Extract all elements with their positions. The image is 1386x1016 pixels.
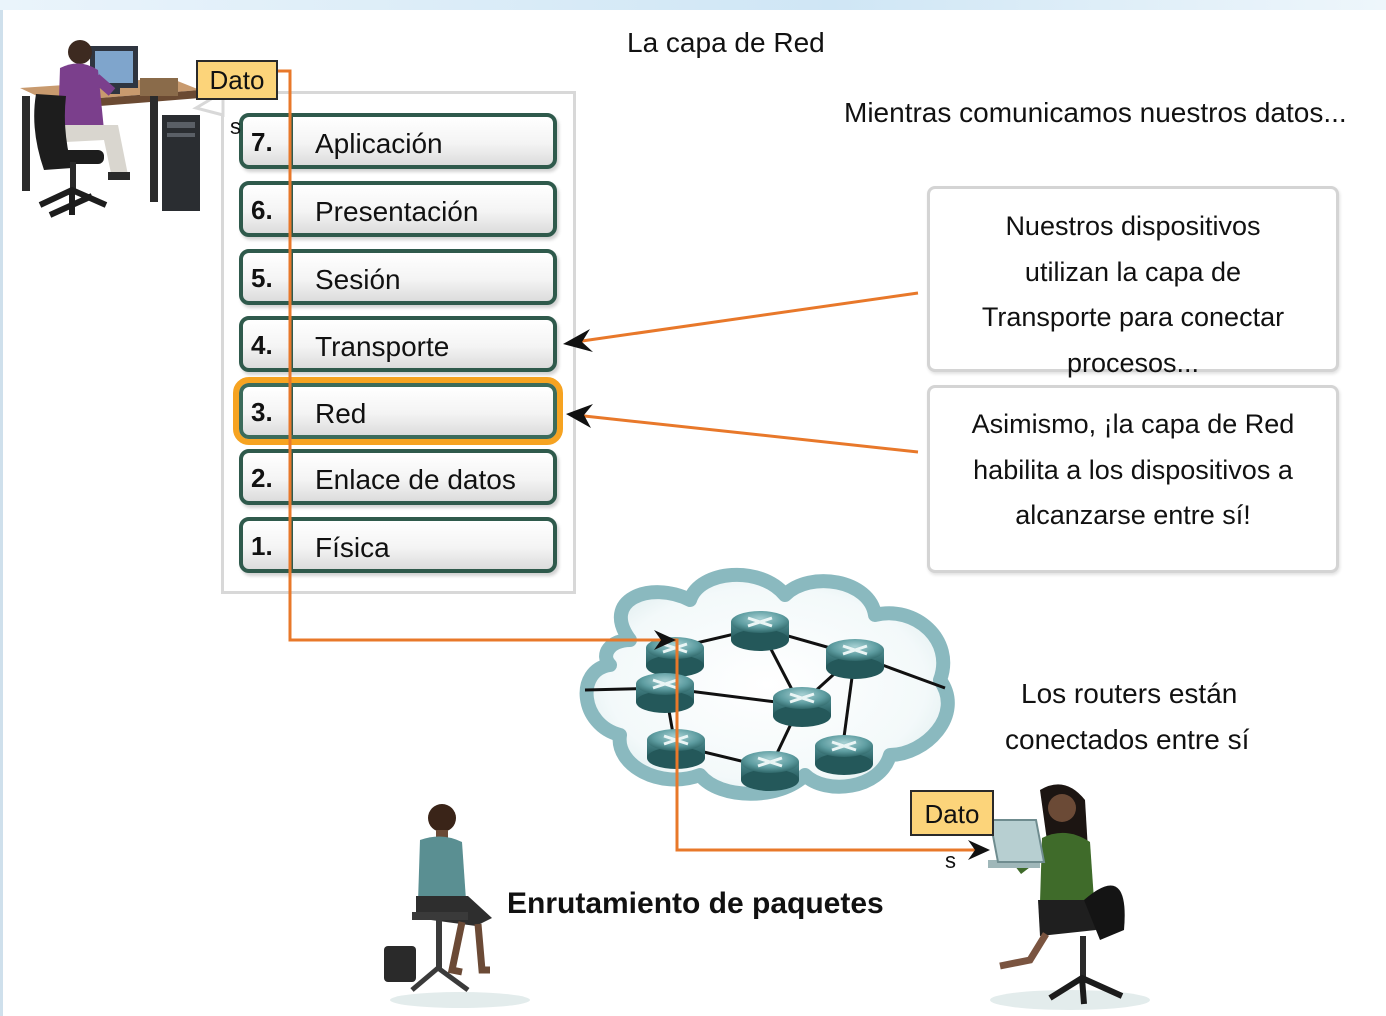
layer-divider: [291, 521, 293, 569]
layer-number: 1.: [251, 531, 273, 561]
layer-name: Presentación: [315, 196, 479, 227]
layer-session: 5. Sesión: [239, 249, 557, 305]
routing-label: Enrutamiento de paquetes: [507, 887, 884, 920]
router-icon: [646, 637, 704, 677]
callout-line: utilizan la capa de: [1024, 257, 1242, 287]
router-icon: [826, 639, 884, 679]
layer-application: 7. Aplicación: [239, 113, 557, 169]
layer-presentation: 6. Presentación: [239, 181, 557, 237]
layer-name: Enlace de datos: [315, 464, 516, 495]
layer-number: 5.: [251, 263, 273, 293]
callout-line: alcanzarse entre sí!: [1015, 500, 1251, 530]
router-icon: [731, 611, 789, 651]
transport-arrow-head: [563, 329, 593, 352]
network-callout-box: Asimismo, ¡la capa de Red habilita a los…: [927, 385, 1339, 573]
transport-callout-box: Nuestros dispositivos utilizan la capa d…: [927, 186, 1339, 378]
layer-divider: [291, 185, 293, 233]
intro-text: Mientras comunicamos nuestros datos...: [844, 97, 1347, 128]
top-decoration-strip: [0, 0, 1386, 10]
layer-transport: 4. Transporte: [239, 316, 557, 372]
layer-number: 6.: [251, 195, 273, 225]
routers-text-line-1: Los routers están: [1021, 678, 1238, 709]
layer-divider: [291, 453, 293, 501]
layer-name: Física: [315, 532, 390, 563]
router-icon: [636, 673, 694, 713]
callout-arrows: [574, 291, 919, 454]
router-icon: [741, 751, 799, 791]
routers-text-line-2: conectados entre sí: [1005, 724, 1250, 755]
data-tag-destination-suffix: s: [945, 848, 956, 873]
callout-line: Transporte para conectar: [981, 302, 1285, 332]
data-tag-destination: Dato: [910, 790, 994, 836]
layer-name: Red: [315, 398, 367, 429]
seated-woman-icon: [384, 804, 530, 1008]
callout-line: Asimismo, ¡la capa de Red: [971, 409, 1295, 439]
layer-number: 4.: [251, 330, 273, 360]
layer-data-link: 2. Enlace de datos: [239, 449, 557, 505]
layer-number: 7.: [251, 127, 273, 157]
page-title: La capa de Red: [627, 27, 825, 58]
callout-line: Nuestros dispositivos: [1005, 211, 1261, 241]
layer-number: 3.: [251, 397, 273, 427]
data-path-arrow-mid: [654, 630, 676, 650]
layer-network-highlighted: 3. Red: [233, 377, 563, 445]
data-tag-source-suffix: s: [230, 114, 241, 139]
layer-divider: [291, 117, 293, 165]
network-arrow-head: [566, 404, 593, 428]
left-border-line: [0, 10, 3, 1016]
layer-name: Sesión: [315, 264, 401, 295]
layer-divider: [291, 320, 293, 368]
user-at-desk-icon: [20, 40, 200, 218]
layer-name: Transporte: [315, 331, 450, 362]
layer-name: Aplicación: [315, 128, 443, 159]
callout-line: procesos...: [1066, 348, 1200, 378]
layer-number: 2.: [251, 463, 273, 493]
layer-physical: 1. Física: [239, 517, 557, 573]
router-icon: [773, 687, 831, 727]
data-path-arrow-end: [968, 840, 990, 860]
router-icon: [815, 735, 873, 775]
callout-line: habilita a los dispositivos a: [973, 455, 1293, 485]
layer-divider: [291, 253, 293, 301]
woman-with-laptop-icon: [988, 784, 1150, 1010]
layer-divider: [291, 387, 293, 435]
data-tag-source: Dato: [196, 60, 278, 100]
